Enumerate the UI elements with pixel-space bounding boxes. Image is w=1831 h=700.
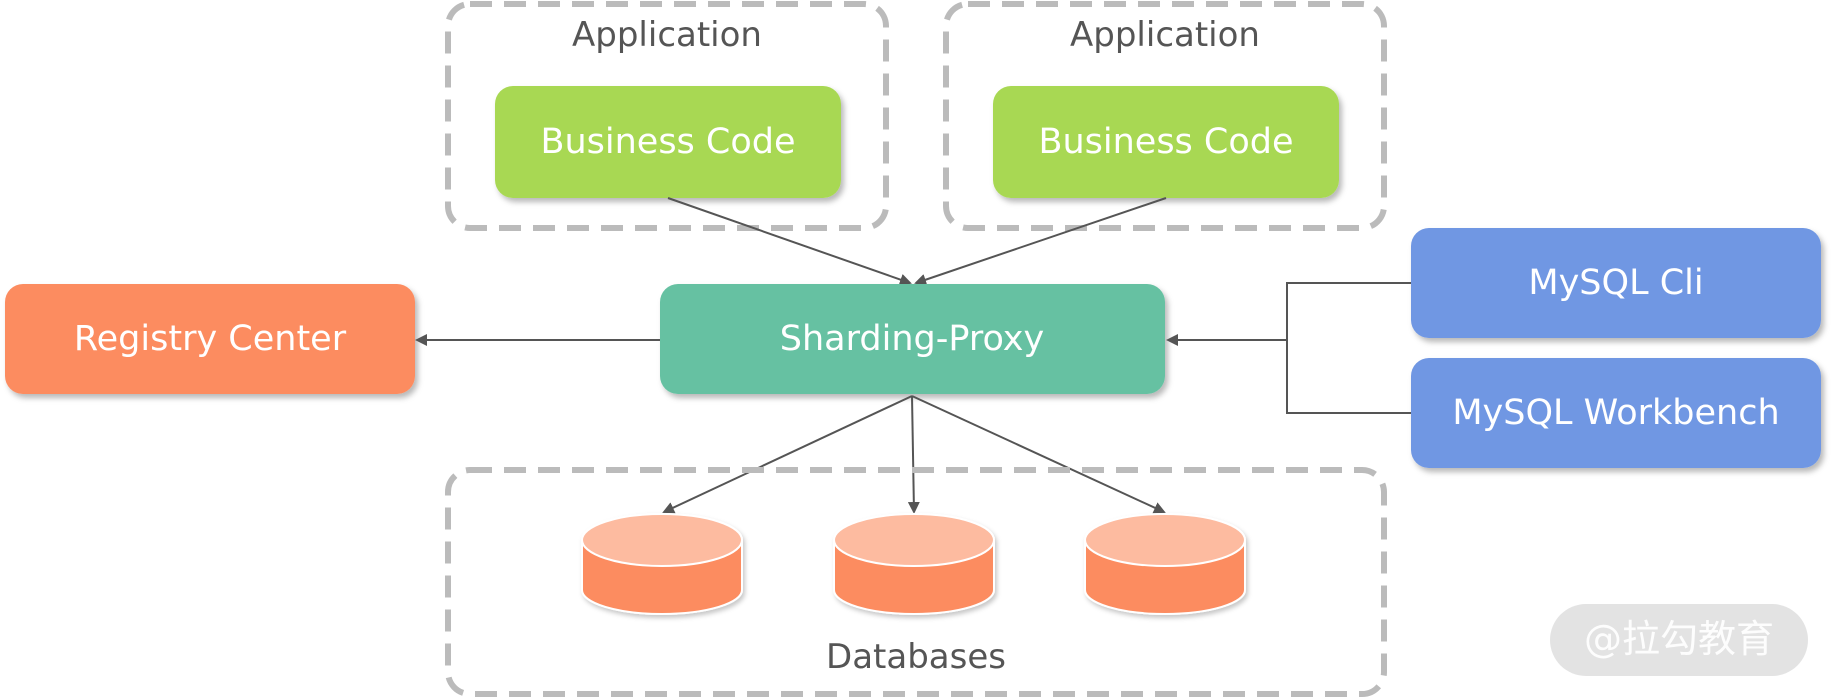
mysql-cli-label: MySQL Cli [1528, 263, 1703, 303]
arrow-proxy-to-db-1 [662, 395, 913, 514]
application-1-border [445, 1, 889, 231]
databases-border [445, 467, 1387, 697]
business-code-1-label: Business Code [540, 122, 795, 162]
application-2-border [943, 1, 1387, 231]
application-2-title: Application [1070, 15, 1260, 55]
mysql-cli-box: MySQL Cli [1411, 228, 1821, 338]
mysql-workbench-label: MySQL Workbench [1452, 393, 1779, 433]
business-code-box-2: Business Code [993, 86, 1339, 198]
arrow-proxy-to-db-2 [907, 395, 920, 514]
database-cylinder-2 [833, 513, 995, 615]
clients-connector [1166, 282, 1411, 414]
sharding-proxy-box: Sharding-Proxy [660, 284, 1165, 394]
application-1-title: Application [572, 15, 762, 55]
database-cylinder-1 [581, 513, 743, 615]
registry-center-box: Registry Center [5, 284, 415, 394]
databases-title: Databases [826, 637, 1006, 677]
registry-center-label: Registry Center [74, 319, 347, 359]
database-cylinder-3 [1084, 513, 1246, 615]
arrow-business-1-to-proxy [667, 197, 912, 286]
sharding-proxy-label: Sharding-Proxy [780, 319, 1044, 359]
application-container-2: Application Business Code [943, 1, 1387, 231]
business-code-2-label: Business Code [1038, 122, 1293, 162]
watermark: @拉勾教育 [1550, 604, 1808, 676]
mysql-workbench-box: MySQL Workbench [1411, 358, 1821, 468]
arrow-business-2-to-proxy [914, 197, 1167, 286]
databases-container: Databases [445, 467, 1387, 697]
application-container-1: Application Business Code [445, 1, 889, 231]
arrow-proxy-to-db-3 [911, 395, 1166, 514]
watermark-text: @拉勾教育 [1584, 617, 1774, 661]
business-code-box-1: Business Code [495, 86, 841, 198]
